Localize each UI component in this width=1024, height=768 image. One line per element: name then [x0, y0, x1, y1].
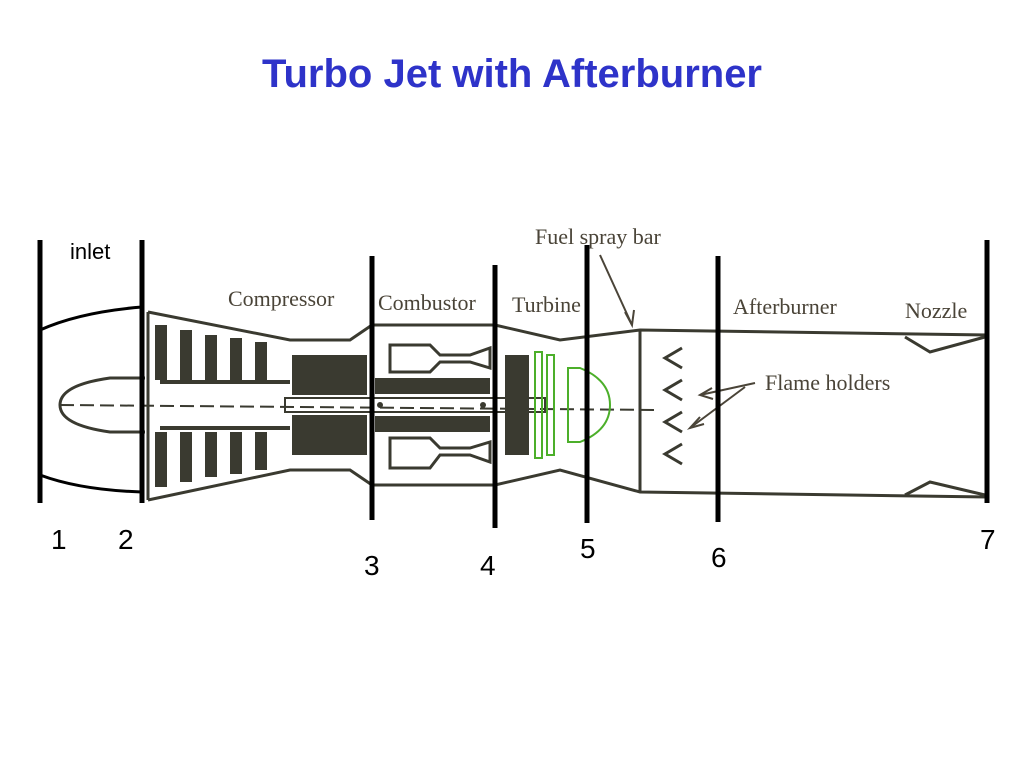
afterburner-label: Afterburner — [733, 294, 838, 319]
station-label-1: 1 — [51, 524, 67, 555]
flame-holders-label: Flame holders — [765, 370, 890, 395]
station-label-3: 3 — [364, 550, 380, 581]
nozzle-flaps — [904, 335, 986, 497]
nozzle-label: Nozzle — [905, 298, 967, 323]
station-label-2: 2 — [118, 524, 134, 555]
shaft — [284, 397, 546, 413]
inlet-lip — [39, 305, 143, 332]
station-label-5: 5 — [580, 533, 596, 564]
engine-outline — [59, 310, 989, 502]
combustor-cans — [375, 343, 492, 470]
fuel-spray-bar-label: Fuel spray bar — [535, 224, 662, 249]
slide-title: Turbo Jet with Afterburner — [262, 52, 762, 96]
inlet-spinner — [58, 376, 145, 434]
station-lines — [37, 240, 990, 528]
turbine-stage — [505, 351, 612, 459]
flame-holders — [662, 346, 683, 466]
turbine-label: Turbine — [512, 292, 581, 317]
inlet-label: inlet — [70, 239, 110, 264]
inlet-lip-lower — [39, 473, 143, 494]
station-label-4: 4 — [480, 550, 496, 581]
combustor-label: Combustor — [378, 290, 476, 315]
station-label-7: 7 — [980, 524, 996, 555]
compressor-blades — [155, 325, 367, 487]
annotation-arrows — [599, 254, 756, 430]
compressor-label: Compressor — [228, 286, 335, 311]
station-label-6: 6 — [711, 542, 727, 573]
